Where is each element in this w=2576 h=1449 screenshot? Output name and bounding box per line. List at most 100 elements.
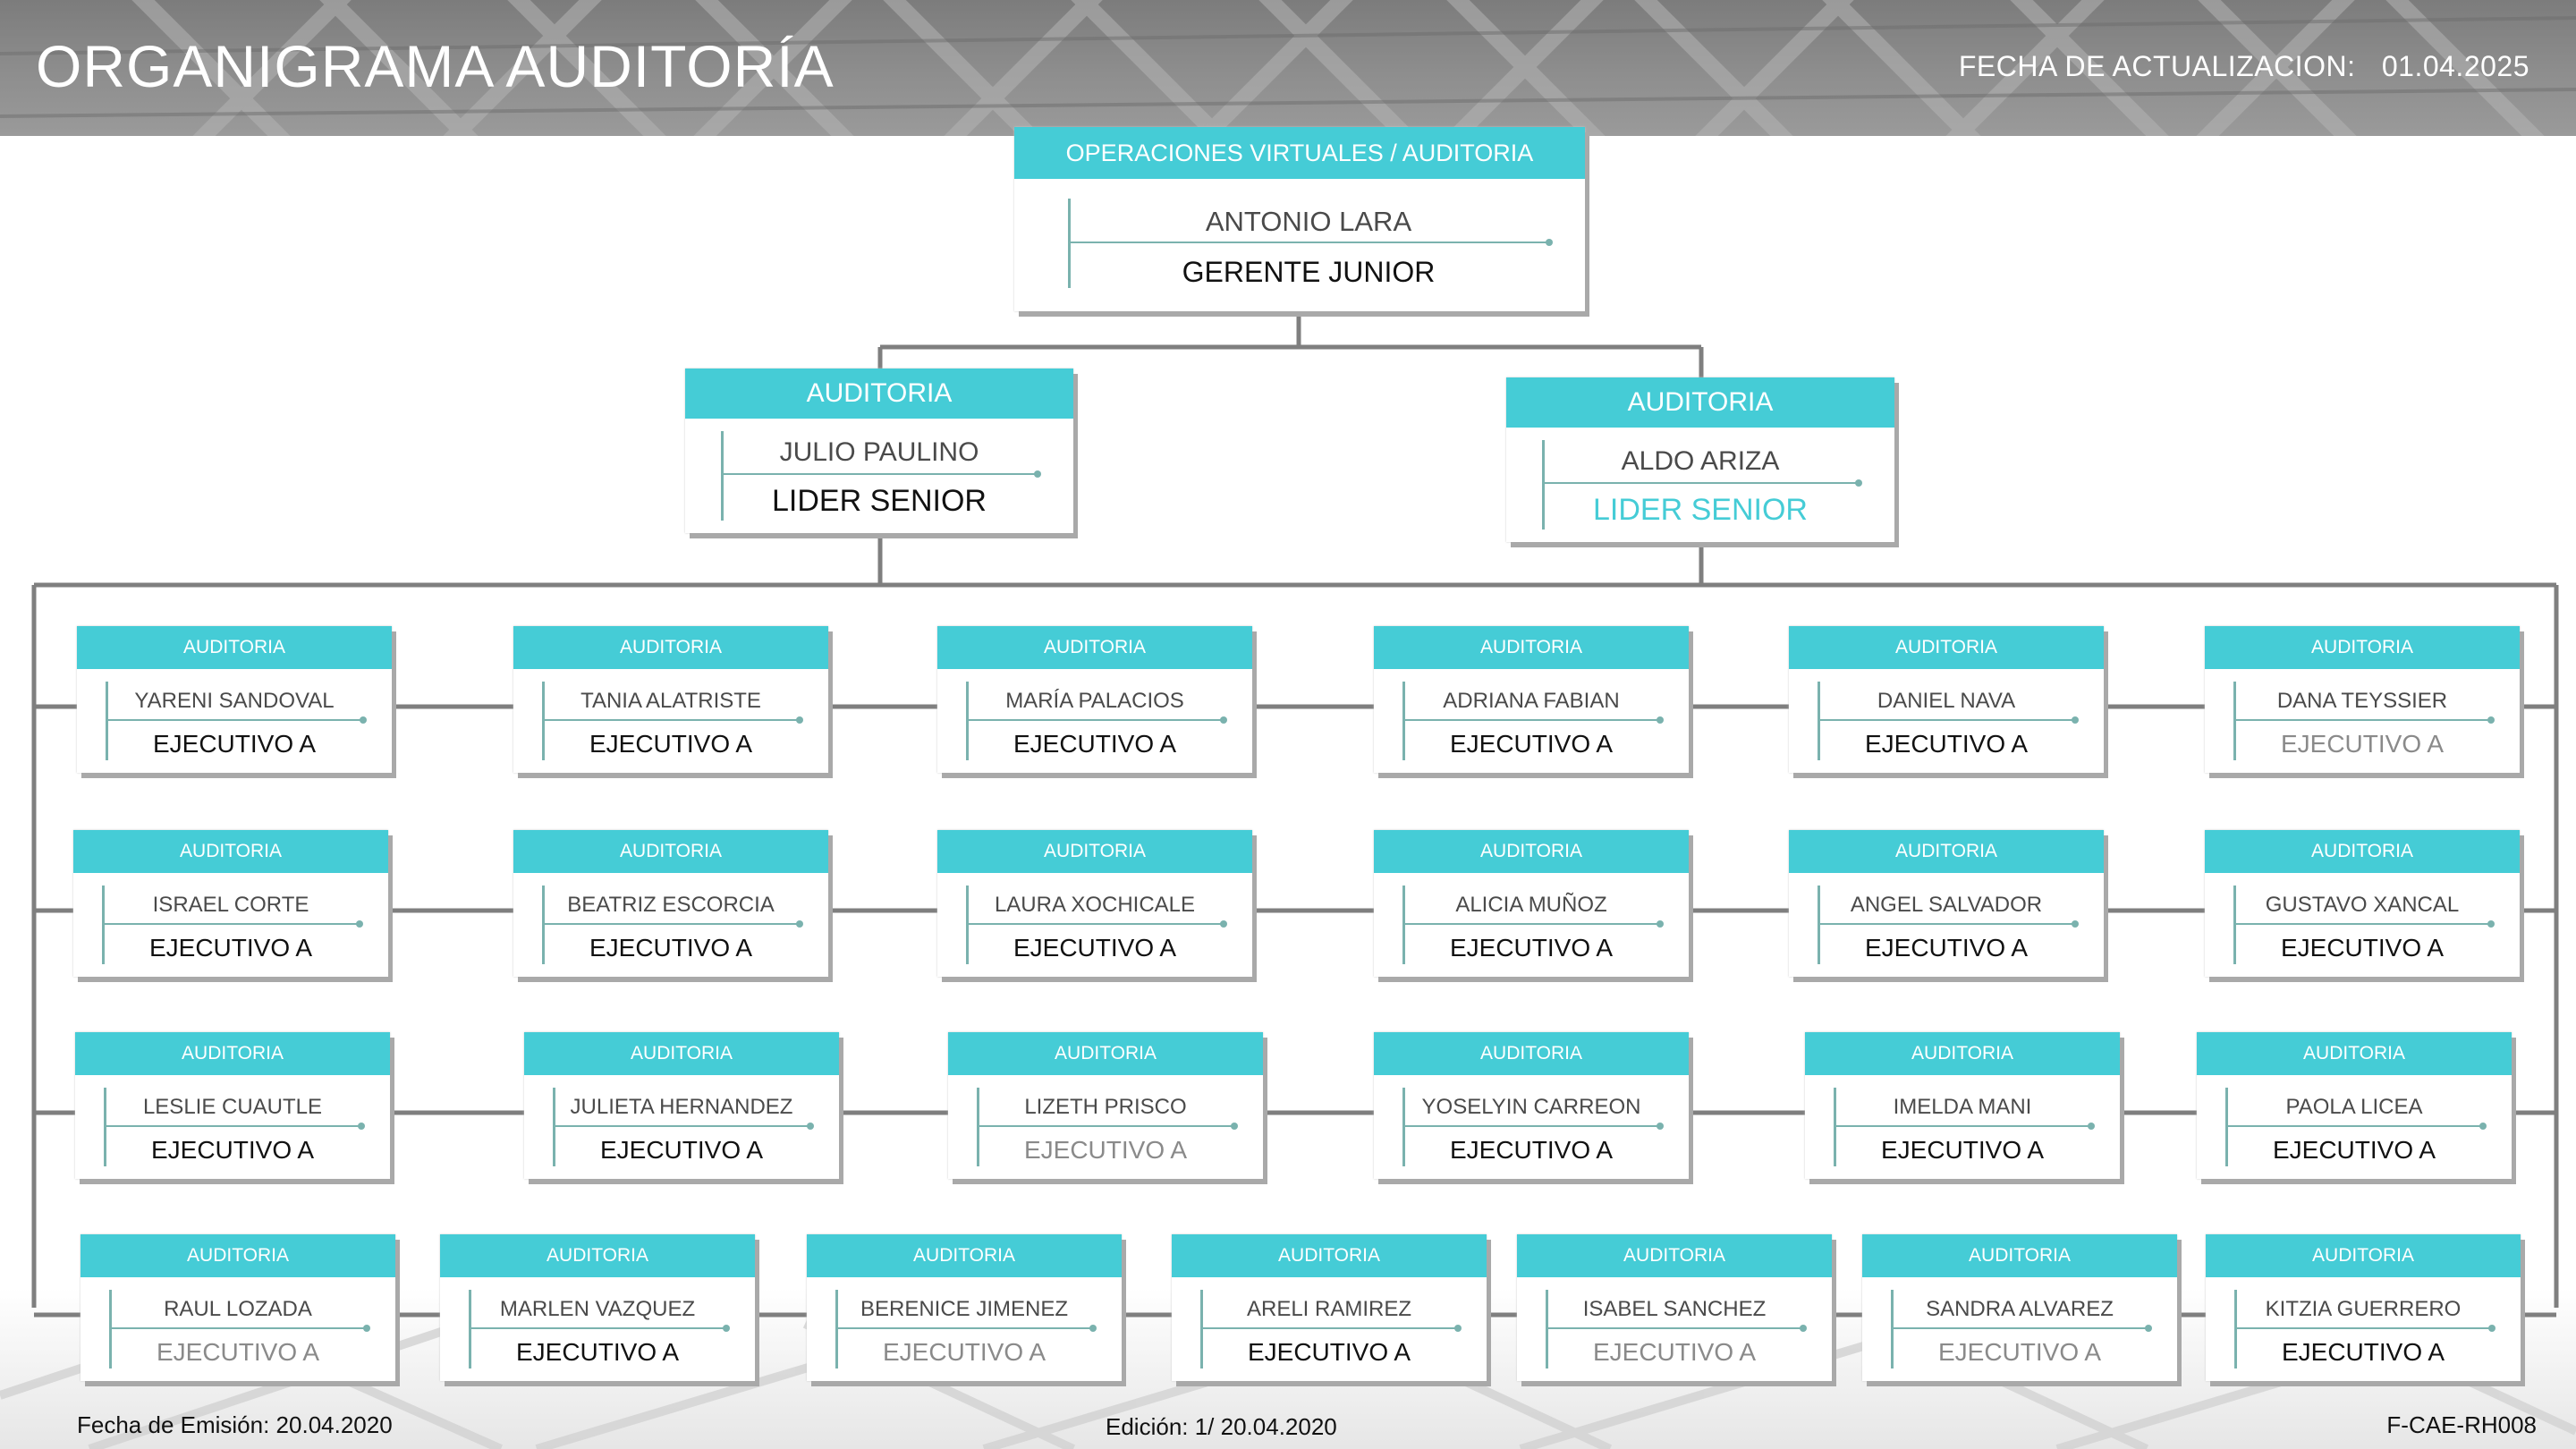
card-name: GUSTAVO XANCAL: [2265, 893, 2460, 917]
card-role: EJECUTIVO A: [1023, 1136, 1188, 1164]
edition-info: Edición: 1/ 20.04.2020: [1106, 1413, 1337, 1440]
org-card-member: AUDITORIA DANA TEYSSIER EJECUTIVO A: [2205, 626, 2520, 773]
org-card-lead: AUDITORIA JULIO PAULINO LIDER SENIOR: [685, 369, 1073, 533]
card-role: EJECUTIVO A: [150, 1136, 315, 1164]
card-area-label: AUDITORIA: [948, 1032, 1263, 1075]
card-area-label: AUDITORIA: [1862, 1234, 2177, 1277]
card-role: EJECUTIVO A: [2280, 934, 2445, 962]
card-name: MARÍA PALACIOS: [1005, 689, 1184, 713]
card-role: EJECUTIVO A: [1449, 1136, 1614, 1164]
card-area-label: AUDITORIA: [1805, 1032, 2120, 1075]
card-area-label: AUDITORIA: [513, 626, 828, 669]
card-role: EJECUTIVO A: [1864, 730, 2029, 758]
card-role: EJECUTIVO A: [2272, 1136, 2436, 1164]
header-glass-pattern: [0, 0, 2576, 136]
card-role: EJECUTIVO A: [515, 1338, 680, 1366]
org-card-member: AUDITORIA ANGEL SALVADOR EJECUTIVO A: [1789, 830, 2104, 977]
card-name: ISRAEL CORTE: [152, 893, 309, 917]
card-area-label: AUDITORIA: [2205, 830, 2520, 873]
card-area-label: AUDITORIA: [1506, 377, 1894, 428]
card-area-label: AUDITORIA: [524, 1032, 839, 1075]
card-name: ANTONIO LARA: [1205, 206, 1412, 237]
card-name: YARENI SANDOVAL: [134, 689, 335, 713]
card-role: LIDER SENIOR: [772, 484, 987, 518]
document-code: F-CAE-RH008: [2386, 1411, 2537, 1438]
org-card-member: AUDITORIA MARLEN VAZQUEZ EJECUTIVO A: [440, 1234, 755, 1381]
header-banner: ORGANIGRAMA AUDITORÍA FECHA DE ACTUALIZA…: [0, 0, 2576, 136]
card-role: EJECUTIVO A: [1937, 1338, 2102, 1366]
card-area-label: AUDITORIA: [2206, 1234, 2521, 1277]
card-area-label: AUDITORIA: [513, 830, 828, 873]
card-role: EJECUTIVO A: [589, 934, 753, 962]
card-name: RAUL LOZADA: [164, 1297, 312, 1321]
org-card-member: AUDITORIA MARÍA PALACIOS EJECUTIVO A: [937, 626, 1252, 773]
card-name: ALDO ARIZA: [1621, 446, 1780, 476]
card-area-label: AUDITORIA: [1789, 830, 2104, 873]
update-value: 01.04.2025: [2381, 50, 2529, 82]
card-name: JULIETA HERNANDEZ: [570, 1095, 793, 1119]
card-role: EJECUTIVO A: [1013, 730, 1177, 758]
card-role: EJECUTIVO A: [1449, 934, 1614, 962]
card-area-label: AUDITORIA: [1374, 830, 1689, 873]
card-name: IMELDA MANI: [1893, 1095, 2032, 1119]
card-area-label: AUDITORIA: [1517, 1234, 1832, 1277]
card-name: SANDRA ALVAREZ: [1926, 1297, 2114, 1321]
org-card-member: AUDITORIA SANDRA ALVAREZ EJECUTIVO A: [1862, 1234, 2177, 1381]
card-area-label: AUDITORIA: [937, 830, 1252, 873]
card-area-label: AUDITORIA: [440, 1234, 755, 1277]
card-area-label: AUDITORIA: [2205, 626, 2520, 669]
card-role: EJECUTIVO A: [1449, 730, 1614, 758]
card-name: LIZETH PRISCO: [1024, 1095, 1187, 1119]
card-role: EJECUTIVO A: [882, 1338, 1046, 1366]
org-card-member: AUDITORIA ALICIA MUÑOZ EJECUTIVO A: [1374, 830, 1689, 977]
card-role: EJECUTIVO A: [1864, 934, 2029, 962]
update-label: FECHA DE ACTUALIZACION:: [1958, 50, 2356, 82]
org-card-member: AUDITORIA ARELI RAMIREZ EJECUTIVO A: [1172, 1234, 1487, 1381]
card-name: ALICIA MUÑOZ: [1455, 893, 1607, 917]
card-name: MARLEN VAZQUEZ: [499, 1297, 696, 1321]
card-area-label: AUDITORIA: [80, 1234, 395, 1277]
card-area-label: AUDITORIA: [937, 626, 1252, 669]
org-card-member: AUDITORIA GUSTAVO XANCAL EJECUTIVO A: [2205, 830, 2520, 977]
card-role: EJECUTIVO A: [1013, 934, 1177, 962]
org-card-member: AUDITORIA ISRAEL CORTE EJECUTIVO A: [73, 830, 388, 977]
card-role: LIDER SENIOR: [1593, 493, 1808, 527]
card-role: EJECUTIVO A: [148, 934, 313, 962]
card-name: DANA TEYSSIER: [2276, 689, 2448, 713]
card-role: EJECUTIVO A: [152, 730, 317, 758]
card-name: TANIA ALATRISTE: [580, 689, 761, 713]
card-area-label: AUDITORIA: [2197, 1032, 2512, 1075]
card-area-label: AUDITORIA: [1172, 1234, 1487, 1277]
card-role: GERENTE JUNIOR: [1182, 256, 1436, 288]
card-role: EJECUTIVO A: [1247, 1338, 1411, 1366]
card-role: EJECUTIVO A: [156, 1338, 320, 1366]
org-card-member: AUDITORIA RAUL LOZADA EJECUTIVO A: [80, 1234, 395, 1381]
org-card-member: AUDITORIA LAURA XOCHICALE EJECUTIVO A: [937, 830, 1252, 977]
card-name: ISABEL SANCHEZ: [1582, 1297, 1767, 1321]
card-role: EJECUTIVO A: [1880, 1136, 2045, 1164]
org-card-member: AUDITORIA BEATRIZ ESCORCIA EJECUTIVO A: [513, 830, 828, 977]
card-name: ANGEL SALVADOR: [1850, 893, 2043, 917]
card-name: ADRIANA FABIAN: [1443, 689, 1620, 713]
org-card-lead: AUDITORIA ALDO ARIZA LIDER SENIOR: [1506, 377, 1894, 542]
org-card-member: AUDITORIA IMELDA MANI EJECUTIVO A: [1805, 1032, 2120, 1179]
card-name: JULIO PAULINO: [779, 437, 979, 467]
card-area-label: AUDITORIA: [807, 1234, 1122, 1277]
card-name: ARELI RAMIREZ: [1246, 1297, 1412, 1321]
card-name: LAURA XOCHICALE: [994, 893, 1196, 917]
card-area-label: AUDITORIA: [685, 369, 1073, 419]
card-role: EJECUTIVO A: [2280, 730, 2445, 758]
card-area-label: AUDITORIA: [1789, 626, 2104, 669]
card-role: EJECUTIVO A: [2281, 1338, 2445, 1366]
card-area-label: AUDITORIA: [73, 830, 388, 873]
card-name: BEATRIZ ESCORCIA: [567, 893, 775, 917]
update-date: FECHA DE ACTUALIZACION: 01.04.2025: [1959, 50, 2529, 83]
